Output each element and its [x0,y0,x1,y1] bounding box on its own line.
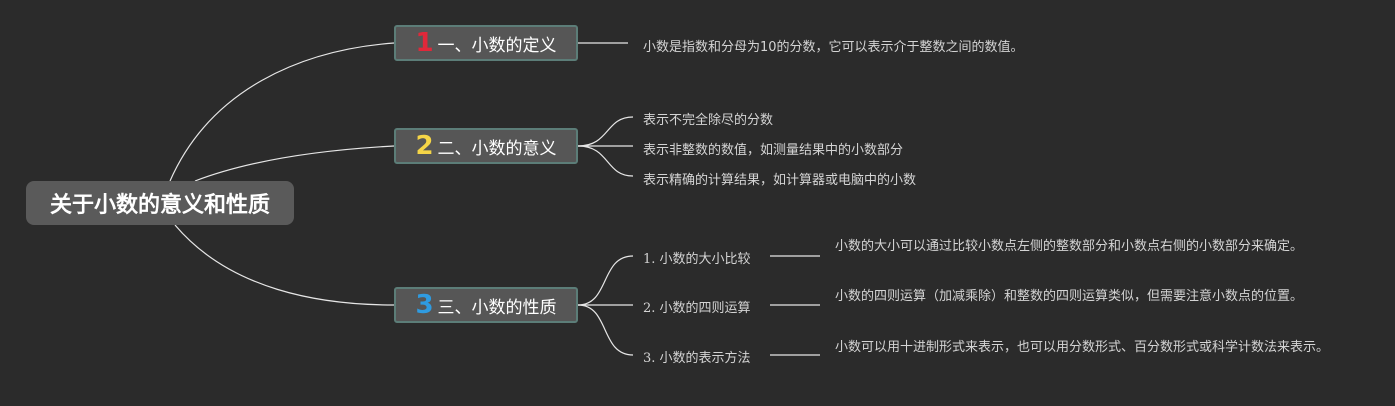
link-branch-2-leaf-1 [577,116,634,147]
number-2-icon: 2 [415,131,434,161]
number-1-icon: 1 [415,28,434,58]
branch-label: 一、小数的定义 [437,35,557,56]
branch-meaning[interactable]: 2 二、小数的意义 [394,128,578,164]
link-branch-2-leaf-3 [577,145,634,177]
link-branch-3-sub-3 [577,304,634,356]
branch-label: 三、小数的性质 [437,297,557,318]
sub-arithmetic[interactable]: 2. 小数的四则运算 [643,301,751,316]
leaf-meaning-3[interactable]: 表示精确的计算结果，如计算器或电脑中的小数 [643,173,917,188]
desc-compare[interactable]: 小数的大小可以通过比较小数点左侧的整数部分和小数点右侧的小数部分来确定。 [835,239,1304,254]
branch-definition[interactable]: 1 一、小数的定义 [394,25,578,61]
leaf-meaning-2[interactable]: 表示非整数的数值，如测量结果中的小数部分 [643,143,904,158]
link-root-branch-3 [174,224,395,306]
leaf-meaning-1[interactable]: 表示不完全除尽的分数 [643,113,774,128]
branch-properties[interactable]: 3 三、小数的性质 [394,287,578,323]
link-root-branch-2 [194,145,395,182]
root-topic-label: 关于小数的意义和性质 [49,193,270,218]
root-topic[interactable]: 关于小数的意义和性质 [26,181,294,225]
desc-arithmetic[interactable]: 小数的四则运算（加减乘除）和整数的四则运算类似，但需要注意小数点的位置。 [835,289,1304,304]
desc-representation[interactable]: 小数可以用十进制形式来表示，也可以用分数形式、百分数形式或科学计数法来表示。 [835,340,1330,355]
leaf-definition[interactable]: 小数是指数和分母为10的分数，它可以表示介于整数之间的数值。 [643,40,1024,55]
link-branch-3-sub-1 [577,255,634,306]
branch-label: 二、小数的意义 [437,138,557,159]
sub-compare[interactable]: 1. 小数的大小比较 [643,252,751,267]
link-root-branch-1 [169,42,395,182]
sub-representation[interactable]: 3. 小数的表示方法 [643,351,751,366]
number-3-icon: 3 [415,290,434,320]
